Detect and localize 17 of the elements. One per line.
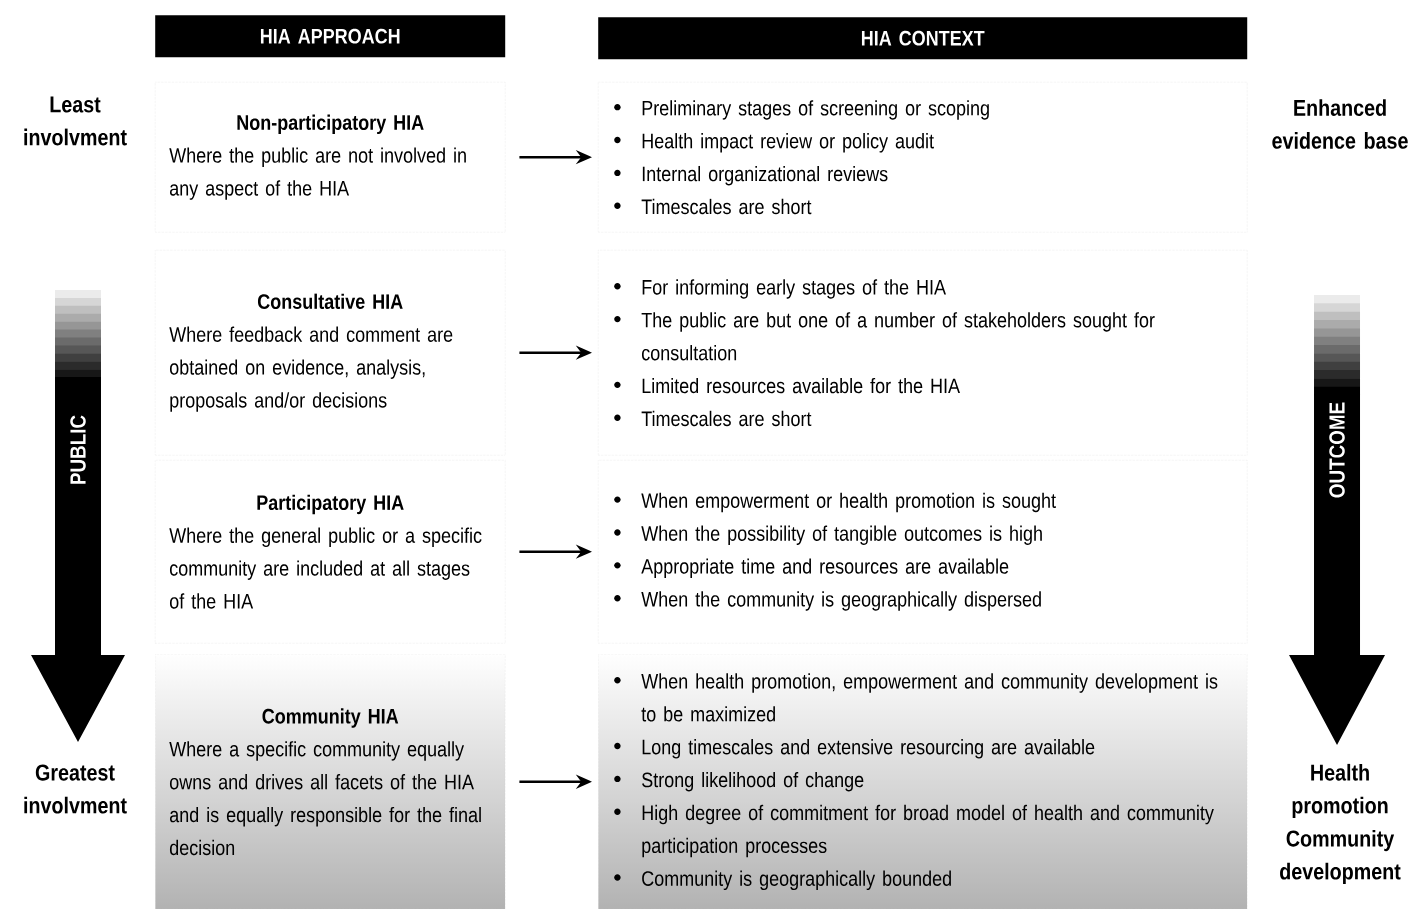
side-label: Health promotion: [1292, 763, 1388, 819]
side-label: Enhanced evidence base: [1272, 99, 1408, 149]
context-box: For informing early stages of the HIA The public are but one of a number of stakeholders sought for consultation Limited resources available for the HIA Timescales are short: [598, 250, 1248, 456]
approach-box: Non-participatory HIA Where the public are not involved in any aspect of the HIA: [155, 82, 506, 233]
header-bar: HIA CONTEXT: [598, 17, 1248, 60]
approach-box: Community HIA Where a specific community equally owns and drives all facets of the HIA and is equally responsible for the final decision: [155, 654, 506, 909]
side-label: Greatest involvment: [24, 764, 127, 814]
context-box: When health promotion, empowerment and community development is to be maximized Long timescales and extensive resourcing are available Strong likelihood of change High degree of commitment for broad model of health and community participation processes Community is geographically bounded: [598, 654, 1248, 909]
arrow-label: PUBLIC: [70, 415, 86, 484]
side-label: Community development: [1280, 829, 1401, 885]
approach-box: Participatory HIA Where the general public or a specific community are included at all stages of the HIA: [155, 460, 506, 644]
context-box: Preliminary stages of screening or scoping Health impact review or policy audit Internal organizational reviews Timescales are short: [598, 82, 1248, 233]
approach-box: Consultative HIA Where feedback and comment are obtained on evidence, analysis, proposals and/or decisions: [155, 250, 506, 456]
context-box: When empowerment or health promotion is sought When the possibility of tangible outcomes is high Appropriate time and resources are available When the community is geographically dispersed: [598, 460, 1248, 644]
header-bar: HIA APPROACH: [155, 15, 506, 58]
side-label: Least involvment: [24, 96, 127, 146]
arrow-label: OUTCOME: [1329, 402, 1345, 498]
